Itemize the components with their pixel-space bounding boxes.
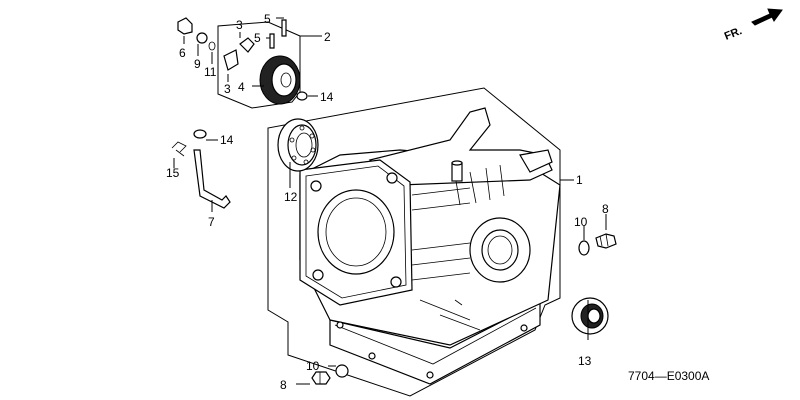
pin-part-5-upper [281,19,287,37]
oil-seal-part-13 [571,297,609,335]
leader-lines [173,17,607,385]
callout-8-upper: 8 [602,202,609,216]
callout-6: 6 [179,46,186,60]
callout-14-left: 14 [220,133,234,147]
crankcase-group-outline [267,87,561,397]
governor-weight-part-3-lower [223,49,239,71]
callout-10-lower: 10 [306,359,320,373]
callout-1: 1 [576,173,583,187]
callout-5-lower: 5 [254,31,261,45]
callout-8-lower: 8 [280,378,287,392]
callout-5-upper: 5 [264,12,271,26]
drain-bolt-part-8-upper [595,233,617,249]
callout-numbers: 1 2 3 3 4 5 5 6 7 8 8 9 10 10 11 12 13 1… [166,12,609,392]
callout-2: 2 [324,30,331,44]
callout-10-upper: 10 [574,215,588,229]
governor-weight-part-3-upper [239,37,255,53]
callout-7: 7 [208,215,215,229]
callout-4: 4 [238,80,245,94]
drain-bolt-part-8-lower [311,371,331,385]
callout-3-lower: 3 [224,82,231,96]
clip-part-11 [208,41,216,51]
governor-gear-part-4 [259,55,301,105]
governor-assembly-outline [217,21,301,109]
pin-part-5-lower [269,33,275,49]
front-direction-arrow-icon [751,8,783,26]
washer-part-10-upper [578,240,590,256]
governor-shaft-part-7 [193,149,231,209]
clip-part-15 [171,141,187,157]
callout-14-governor: 14 [320,90,334,104]
washer-part-9 [196,32,208,44]
holder-part-6 [177,17,193,35]
washer-part-14-left [193,129,207,139]
washer-part-14-governor [296,91,308,101]
callout-13: 13 [578,354,592,368]
callout-15: 15 [166,166,180,180]
ball-bearing-part-12 [277,118,319,172]
front-direction-label: FR. [723,25,744,43]
front-direction-indicator: FR. [723,8,783,43]
crankcase-body [299,107,561,385]
callout-11: 11 [204,65,217,79]
callout-9: 9 [194,57,201,71]
washer-part-10-lower [335,364,349,378]
callout-3-upper: 3 [236,18,243,32]
callout-12: 12 [284,190,298,204]
drawing-code: 7704—E0300A [628,369,709,383]
